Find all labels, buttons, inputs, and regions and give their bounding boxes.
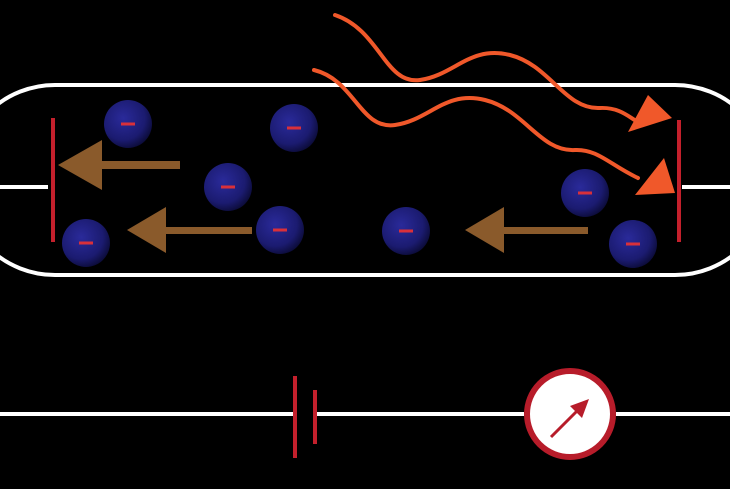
electron-arrow [465, 207, 588, 253]
ammeter-dial [524, 368, 616, 460]
light-wave-arrowhead [635, 158, 675, 195]
electron [270, 104, 318, 152]
electron-arrows [58, 140, 588, 253]
electron-sign [578, 191, 592, 195]
light-waves [312, 13, 675, 195]
electron [104, 100, 152, 148]
electron [609, 220, 657, 268]
electron-arrow [127, 207, 252, 253]
electron-sign [287, 126, 301, 130]
light-wave [333, 13, 640, 124]
ammeter [524, 368, 616, 460]
electron [204, 163, 252, 211]
circuit-wires [0, 185, 730, 416]
light-wave [312, 68, 640, 180]
electron [62, 219, 110, 267]
battery [293, 376, 317, 458]
electron-sign [79, 241, 93, 245]
electron [561, 169, 609, 217]
vacuum-tube [0, 83, 730, 277]
electron-sign [221, 185, 235, 189]
electron-sign [121, 122, 135, 126]
electron-sign [399, 229, 413, 233]
electron-sign [273, 228, 287, 232]
ammeter-needle [549, 406, 582, 439]
ammeter-needle-head [570, 399, 589, 418]
light-wave-arrowhead [628, 95, 672, 132]
electron [256, 206, 304, 254]
electron [382, 207, 430, 255]
electron-sign [626, 242, 640, 246]
electrons [62, 100, 657, 268]
electron-arrow [58, 140, 180, 190]
